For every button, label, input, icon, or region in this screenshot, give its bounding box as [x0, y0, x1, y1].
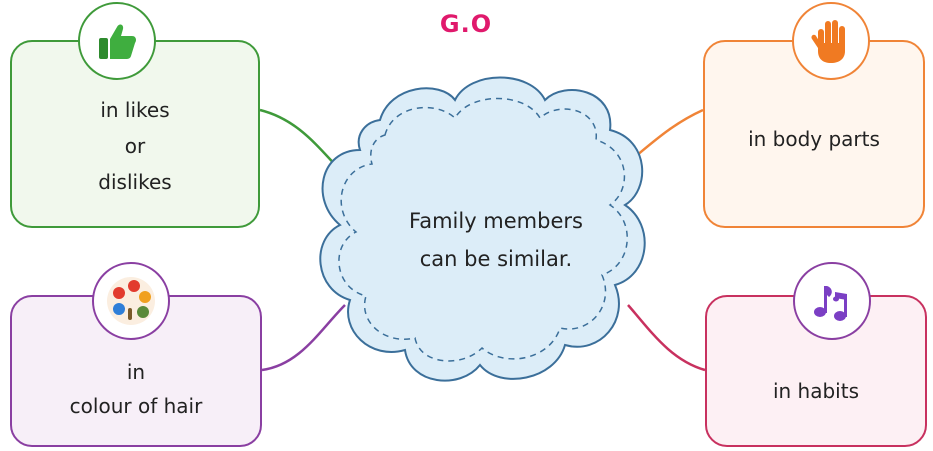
cloud-outline [319, 76, 646, 382]
connector-hair [261, 304, 346, 372]
node-likes-line-3: dislikes [98, 170, 172, 194]
node-hair-line-2: colour of hair [69, 394, 203, 418]
node-likes-line-2: or [124, 134, 146, 158]
node-likes-line-1: in likes [100, 98, 170, 122]
hand-badge [792, 2, 870, 80]
node-habits-line-1: in habits [772, 379, 860, 403]
connector-habits [627, 304, 706, 372]
music-notes-badge [793, 262, 871, 340]
paint-palette-icon [107, 277, 155, 325]
palette-badge [92, 262, 170, 340]
thumbs-up-icon [99, 24, 136, 59]
hand-icon [811, 20, 845, 63]
page-title: G.O [439, 10, 493, 38]
center-line-2: can be similar. [419, 247, 573, 271]
center-statement: Family members can be similar. [366, 202, 626, 278]
center-line-1: Family members [409, 209, 583, 233]
node-body-parts-line-1: in body parts [748, 127, 880, 151]
music-notes-icon [814, 286, 847, 321]
cloud-dashed-outline [338, 97, 628, 362]
node-hair-line-1: in [126, 360, 146, 384]
thumbs-up-badge [78, 2, 156, 80]
